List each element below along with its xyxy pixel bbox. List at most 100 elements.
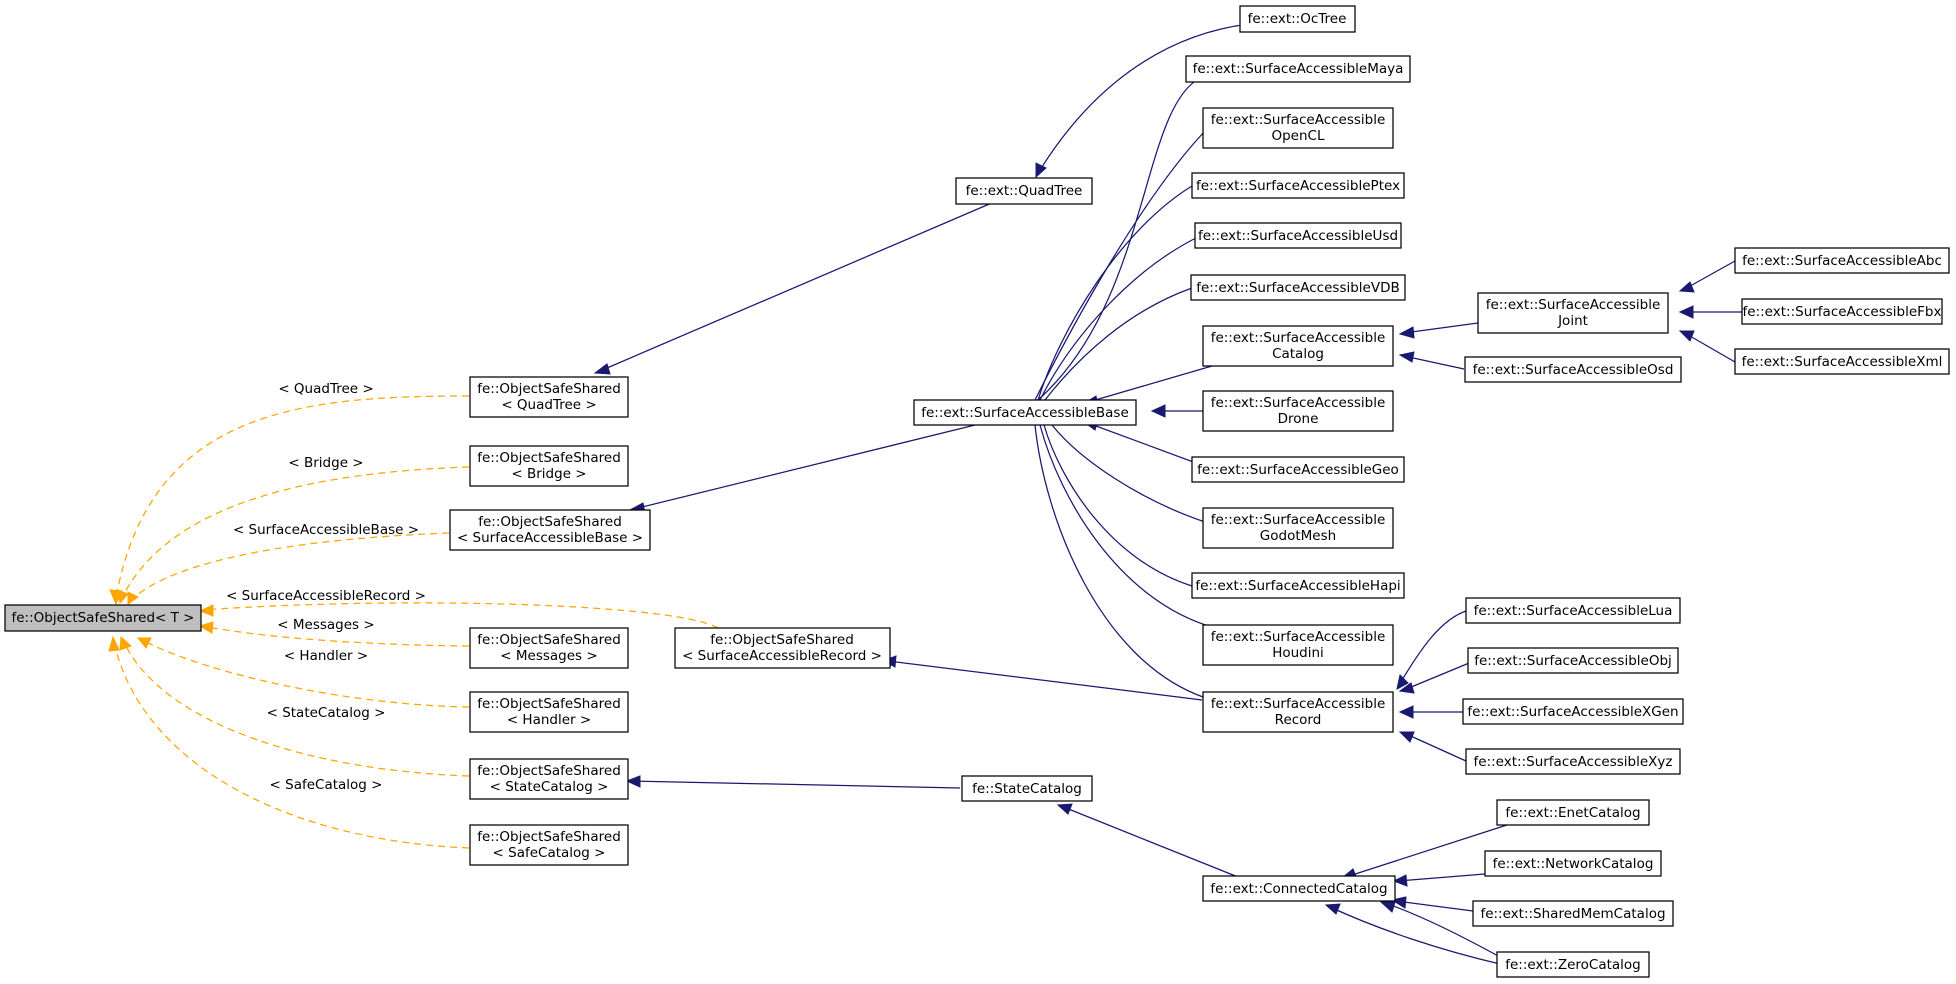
node-oss-safecatalog[interactable]: fe::ObjectSafeShared < SafeCatalog > [469, 824, 629, 866]
arrowhead-joint-catalog [1398, 326, 1415, 339]
node-label: fe::ext::SurfaceAccessibleFbx [1743, 304, 1942, 320]
arrowhead-network-connected [1392, 874, 1408, 887]
edge-labels: < QuadTree > < Bridge > < SurfaceAccessi… [226, 381, 426, 793]
edge-quadtree-to-octree [1039, 23, 1250, 171]
arrowhead-xgen-record [1398, 705, 1414, 719]
node-sa-xml[interactable]: fe::ext::SurfaceAccessibleXml [1734, 348, 1950, 375]
node-label-line2: Catalog [1272, 346, 1324, 362]
node-label: fe::ext::SurfaceAccessibleMaya [1193, 61, 1404, 77]
edge-surfacebase-to-godotmesh [1051, 424, 1206, 523]
node-sa-lua[interactable]: fe::ext::SurfaceAccessibleLua [1465, 597, 1681, 624]
node-sa-xgen[interactable]: fe::ext::SurfaceAccessibleXGen [1462, 698, 1684, 725]
node-oss-surfacebase[interactable]: fe::ObjectSafeShared < SurfaceAccessible… [449, 509, 651, 551]
edge-oss-surfacebase-to-root [130, 532, 450, 601]
node-label: fe::ext::SurfaceAccessibleBase [921, 405, 1129, 421]
edge-oss-bridge-to-root [121, 466, 470, 599]
node-sa-godotmesh[interactable]: fe::ext::SurfaceAccessible GodotMesh [1202, 507, 1394, 549]
node-sa-geo[interactable]: fe::ext::SurfaceAccessibleGeo [1191, 456, 1405, 483]
node-label-line1: fe::ObjectSafeShared [478, 514, 622, 530]
node-sa-maya[interactable]: fe::ext::SurfaceAccessibleMaya [1185, 55, 1411, 83]
edge-label-statecatalog: < StateCatalog > [267, 705, 386, 721]
node-label: fe::ext::SurfaceAccessibleVDB [1196, 280, 1400, 296]
node-sa-hapi[interactable]: fe::ext::SurfaceAccessibleHapi [1191, 572, 1405, 599]
arrowhead-lua-record [1396, 673, 1409, 690]
node-label-line2: < SurfaceAccessibleBase > [457, 530, 643, 546]
arrowhead-tpl-surfacebase [127, 591, 139, 605]
arrowhead-xml-joint [1678, 330, 1695, 342]
edge-label-surfacerecord: < SurfaceAccessibleRecord > [226, 588, 426, 604]
node-sa-houdini[interactable]: fe::ext::SurfaceAccessible Houdini [1202, 624, 1394, 666]
arrowhead-fbx-joint [1678, 305, 1694, 319]
arrowhead-xyz-record [1398, 731, 1415, 743]
node-sa-osd[interactable]: fe::ext::SurfaceAccessibleOsd [1464, 356, 1682, 383]
arrowhead-osd-catalog [1398, 351, 1415, 363]
node-label: fe::ext::ZeroCatalog [1505, 957, 1641, 973]
node-sa-xyz[interactable]: fe::ext::SurfaceAccessibleXyz [1465, 748, 1681, 775]
node-octree[interactable]: fe::ext::OcTree [1239, 5, 1356, 33]
node-sa-drone[interactable]: fe::ext::SurfaceAccessible Drone [1202, 390, 1394, 432]
edge-connected-to-enet [1345, 823, 1511, 878]
node-label: fe::ext::SurfaceAccessibleXyz [1474, 754, 1673, 770]
node-oss-messages[interactable]: fe::ObjectSafeShared < Messages > [469, 627, 629, 669]
node-quadtree[interactable]: fe::ext::QuadTree [955, 177, 1093, 205]
arrowheads [108, 162, 1695, 915]
node-label-line2: OpenCL [1271, 128, 1324, 144]
node-oss-quadtree[interactable]: fe::ObjectSafeShared < QuadTree > [469, 376, 629, 418]
node-label-line1: fe::ext::SurfaceAccessible [1211, 512, 1386, 528]
node-sa-joint[interactable]: fe::ext::SurfaceAccessible Joint [1477, 292, 1669, 334]
node-sa-obj[interactable]: fe::ext::SurfaceAccessibleObj [1467, 647, 1679, 674]
node-label-line2: < Bridge > [511, 466, 586, 482]
edge-oss-surfacebase-to-surfacebase [633, 424, 976, 510]
arrowhead-zero-connected-2 [1324, 903, 1341, 915]
node-sa-fbx[interactable]: fe::ext::SurfaceAccessibleFbx [1741, 298, 1943, 325]
edge-surfacebase-to-vdb [1044, 287, 1193, 401]
node-label-line2: < SafeCatalog > [493, 845, 606, 861]
arrowhead-obj-record [1398, 682, 1415, 694]
arrowhead-tpl-statecatalog [119, 635, 132, 651]
node-label: fe::ext::SurfaceAccessibleObj [1474, 653, 1672, 669]
node-oss-handler[interactable]: fe::ObjectSafeShared < Handler > [469, 691, 629, 733]
edge-label-safecatalog: < SafeCatalog > [270, 777, 383, 793]
edge-statecatalog-to-connectedcatalog [1060, 805, 1239, 878]
node-sa-record[interactable]: fe::ext::SurfaceAccessible Record [1202, 691, 1394, 733]
edge-label-quadtree: < QuadTree > [278, 381, 373, 397]
node-label: fe::ext::SurfaceAccessibleOsd [1473, 362, 1674, 378]
node-sa-opencl[interactable]: fe::ext::SurfaceAccessible OpenCL [1202, 107, 1394, 149]
node-sa-vdb[interactable]: fe::ext::SurfaceAccessibleVDB [1190, 274, 1406, 301]
node-enetcatalog[interactable]: fe::ext::EnetCatalog [1496, 799, 1650, 826]
node-surfaceaccessiblebase[interactable]: fe::ext::SurfaceAccessibleBase [913, 399, 1137, 426]
node-label-line1: fe::ObjectSafeShared [477, 632, 621, 648]
edge-oss-surfacerecord-to-sarecord [887, 660, 1203, 701]
node-connectedcatalog[interactable]: fe::ext::ConnectedCatalog [1202, 875, 1396, 902]
node-oss-surfacerecord[interactable]: fe::ObjectSafeShared < SurfaceAccessible… [674, 627, 891, 669]
node-networkcatalog[interactable]: fe::ext::NetworkCatalog [1484, 850, 1662, 877]
node-label: fe::ext::SurfaceAccessibleUsd [1198, 228, 1398, 244]
edge-connected-to-sharedmem [1395, 900, 1474, 912]
edge-oss-quadtree-to-root [115, 395, 470, 599]
node-label-line1: fe::ObjectSafeShared [477, 450, 621, 466]
arrowhead-tpl-messages [198, 621, 214, 634]
node-zerocatalog[interactable]: fe::ext::ZeroCatalog [1496, 951, 1650, 978]
node-sa-catalog[interactable]: fe::ext::SurfaceAccessible Catalog [1202, 325, 1394, 367]
node-label-line1: fe::ObjectSafeShared [477, 829, 621, 845]
edge-connected-to-zero [1384, 902, 1501, 958]
edge-surfacebase-to-maya [1037, 77, 1201, 401]
node-sa-ptex[interactable]: fe::ext::SurfaceAccessiblePtex [1191, 172, 1405, 199]
node-statecatalog[interactable]: fe::StateCatalog [961, 775, 1093, 802]
edge-surfacebase-to-opencl [1034, 130, 1206, 401]
node-label-line2: < Messages > [500, 648, 597, 664]
node-sa-abc[interactable]: fe::ext::SurfaceAccessibleAbc [1734, 247, 1950, 274]
node-objectsafeshared-root[interactable]: fe::ObjectSafeShared< T > [4, 604, 202, 632]
edge-connected-to-network [1397, 873, 1486, 882]
node-label-line1: fe::ObjectSafeShared [477, 696, 621, 712]
node-label: fe::StateCatalog [972, 781, 1082, 797]
edge-surfacebase-to-geo [1087, 422, 1197, 464]
node-sharedmemcatalog[interactable]: fe::ext::SharedMemCatalog [1472, 900, 1674, 927]
node-label-line1: fe::ObjectSafeShared [710, 632, 854, 648]
arrowhead-tpl-handler [136, 637, 152, 649]
node-oss-statecatalog[interactable]: fe::ObjectSafeShared < StateCatalog > [469, 758, 629, 800]
node-sa-usd[interactable]: fe::ext::SurfaceAccessibleUsd [1194, 222, 1402, 249]
edge-record-to-lua [1398, 610, 1467, 686]
node-oss-bridge[interactable]: fe::ObjectSafeShared < Bridge > [469, 445, 629, 487]
